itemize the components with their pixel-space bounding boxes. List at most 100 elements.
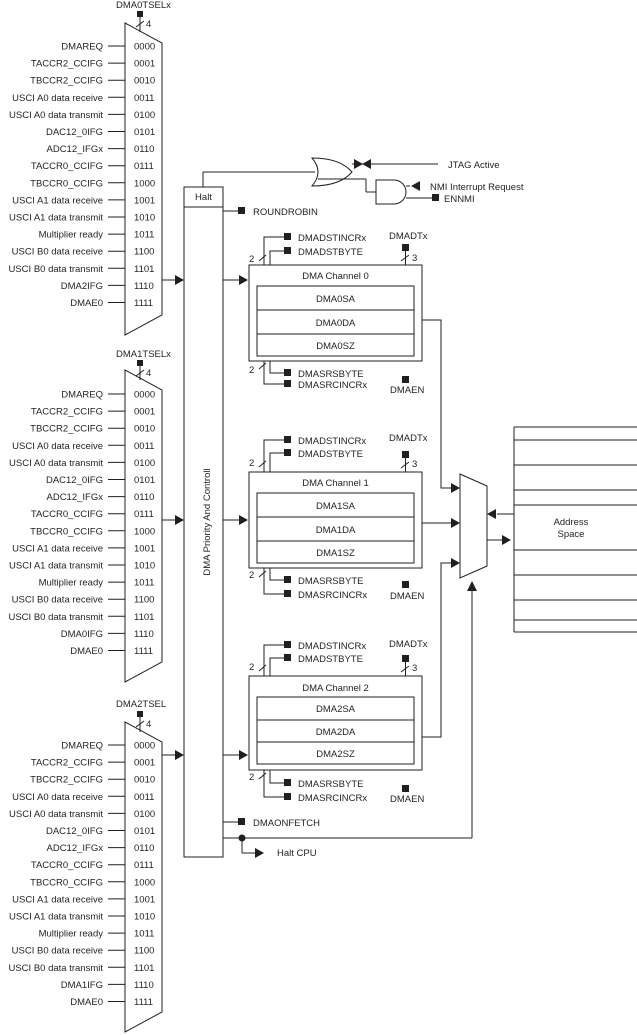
mux-input-code: 0100 [134,110,155,121]
mux-input-label: TACCR2_CCIFG [31,758,103,769]
dst-bus-width: 2 [249,458,254,469]
mux-input-label: TACCR0_CCIFG [31,860,103,871]
en-label: DMAEN [390,385,424,396]
mux-select-label: DMA1TSELx [116,349,171,360]
mux-input-label: Multiplier ready [39,230,104,241]
channel-title: DMA Channel 1 [302,478,369,489]
dt-marker [402,655,409,662]
mux-input-code: 1011 [134,929,154,940]
mux-input-label: USCI B0 data transmit [8,264,103,275]
mux-input-code: 0010 [134,76,155,87]
mux-input-code: 1000 [134,877,155,888]
en-label: DMAEN [390,591,424,602]
mux-input-code: 0111 [134,161,154,172]
select-register-marker [137,11,143,17]
mux-input-code: 1110 [134,980,154,991]
mux-input-label: USCI A1 data receive [12,195,103,206]
dmaonfetch-register-marker [238,818,245,825]
mux-input-label: USCI B0 data receive [12,946,103,957]
src-incr-marker [284,590,291,597]
mux-input-label: TBCCR2_CCIFG [30,76,103,87]
mux-input-code: 1010 [134,561,155,572]
dma-channel-1: DMA Channel 1 DMA1SA DMA1DA DMA1SZ DMADS… [223,433,460,602]
dst-bus-width: 2 [249,254,254,265]
mux-input-label: USCI A0 data transmit [9,458,103,469]
mux-input-label: ADC12_IFGx [47,144,104,155]
mux-input-label: DAC12_0IFG [46,127,103,138]
dst-incr-label: DMADSTINCRx [298,436,366,447]
dt-label: DMADTx [389,639,428,650]
en-marker [402,785,409,792]
mux-input-label: USCI A0 data receive [12,792,103,803]
address-space-label-line2: Space [558,529,585,540]
mux-input-label: TACCR2_CCIFG [31,59,103,70]
mux-input-label: ADC12_IFGx [47,843,104,854]
address-space-label-line1: Address [554,517,589,528]
register-sz: DMA2SZ [316,749,355,760]
mux-input-label: TBCCR0_CCIFG [30,526,103,537]
mux-input-code: 1111 [134,298,153,309]
register-sa: DMA2SA [316,704,356,715]
dst-byte-label: DMADSTBYTE [298,449,363,460]
nmi-request-label: NMI Interrupt Request [430,182,524,193]
mux-input-label: DMAE0 [70,646,103,657]
priority-block-label: DMA Priority And Controll [202,468,213,575]
mux-input-label: Multiplier ready [39,578,104,589]
mux-input-label: DMAE0 [70,997,103,1008]
mux-input-code: 0101 [134,127,155,138]
register-sa: DMA0SA [316,294,356,305]
mux-select-label: DMA2TSEL [116,699,166,710]
mux-input-code: 1111 [134,997,153,1008]
address-space: Address Space [513,426,637,633]
mux-input-label: DMA0IFG [61,629,103,640]
mux-input-label: DAC12_0IFG [46,475,103,486]
ennmi-register-marker [432,194,439,201]
dst-incr-label: DMADSTINCRx [298,641,366,652]
mux-input-label: DMA2IFG [61,281,103,292]
select-bus-width: 4 [146,19,151,30]
mux-input-code: 1011 [134,578,154,589]
register-sa: DMA1SA [316,501,356,512]
mux-input-label: USCI B0 data receive [12,247,103,258]
mux-input-code: 0010 [134,424,155,435]
dst-byte-marker [284,654,291,661]
select-bus-width: 4 [146,719,151,730]
mux-input-label: USCI B0 data transmit [8,612,103,623]
src-byte-marker [284,576,291,583]
mux-input-code: 1011 [134,230,154,241]
mux-input-label: USCI A1 data receive [12,543,103,554]
channel-title: DMA Channel 2 [302,683,369,694]
or-gate [310,157,353,187]
src-bus-width: 2 [249,570,254,581]
mux-input-label: DMAREQ [61,390,103,401]
mux-input-code: 1110 [134,281,154,292]
mux-input-label: USCI A0 data transmit [9,110,103,121]
select-bus-width: 4 [146,368,151,379]
mux-input-label: USCI A0 data receive [12,93,103,104]
mux-input-label: USCI B0 data receive [12,595,103,606]
dst-bus-width: 2 [249,662,254,673]
mux-input-label: USCI B0 data transmit [8,963,103,974]
dt-label: DMADTx [389,433,428,444]
mux-input-label: DMAREQ [61,741,103,752]
mux-input-code: 1101 [134,963,154,974]
en-label: DMAEN [390,794,424,805]
register-da: DMA0DA [316,318,356,329]
mux-input-code: 0111 [134,860,154,871]
halt-label: Halt [195,192,212,203]
src-incr-marker [284,380,291,387]
dma-channel-2: DMA Channel 2 DMA2SA DMA2DA DMA2SZ DMADS… [223,558,460,805]
mux-input-code: 0001 [134,758,155,769]
mux-input-label: TBCCR0_CCIFG [30,178,103,189]
select-register-marker [137,711,143,717]
src-incr-marker [284,793,291,800]
register-da: DMA2DA [316,727,356,738]
mux-input-label: USCI A0 data receive [12,441,103,452]
mux-input-label: ADC12_IFGx [47,492,104,503]
mux-input-code: 1101 [134,612,154,623]
src-byte-marker [284,779,291,786]
mux-input-label: DMAREQ [61,42,103,53]
en-marker [402,581,409,588]
dst-incr-marker [284,436,291,443]
